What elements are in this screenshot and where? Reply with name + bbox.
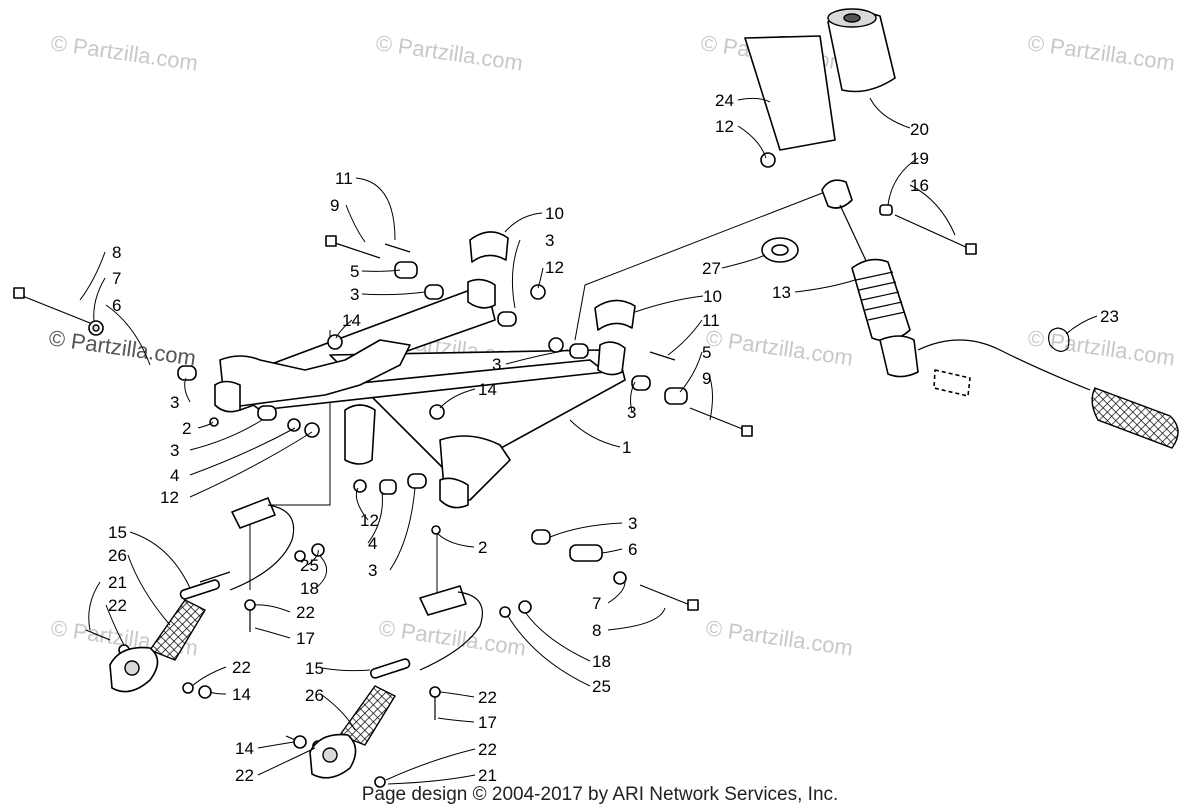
callout-label: 24: [715, 91, 734, 110]
callout-label: 15: [108, 523, 127, 542]
callout-label: 11: [335, 169, 353, 188]
callout-label: 1: [622, 438, 631, 457]
suspension-frame: [214, 278, 626, 509]
callout-label: 3: [170, 393, 179, 412]
callout-label: 3: [170, 441, 179, 460]
callout-label: 11: [702, 311, 720, 330]
callout-label: 3: [350, 285, 359, 304]
callout-label: 14: [478, 380, 497, 399]
callout-label: 2: [182, 419, 191, 438]
footrests: [109, 497, 483, 779]
callout-label: 6: [628, 540, 637, 559]
callout-label: 22: [296, 603, 315, 622]
callout-label: 4: [170, 466, 179, 485]
cap: [594, 299, 636, 331]
callout-label: 10: [545, 204, 564, 223]
callout-label: 3: [627, 403, 636, 422]
callout-label: 7: [592, 594, 601, 613]
callout-label: 22: [232, 658, 251, 677]
callout-label: 4: [368, 534, 377, 553]
callout-label: 3: [628, 514, 637, 533]
callout-label: 22: [478, 740, 497, 759]
callout-label: 23: [1100, 307, 1119, 326]
callout-label: 25: [300, 556, 319, 575]
callout-label: 7: [112, 269, 121, 288]
footer-copyright: Page design © 2004-2017 by ARI Network S…: [361, 784, 839, 805]
callout-label: 21: [478, 766, 497, 785]
callout-label: 25: [592, 677, 611, 696]
grommet-hole: [771, 244, 789, 256]
callout-label: 12: [715, 117, 734, 136]
explode-lines: [249, 191, 826, 600]
callout-label: 22: [235, 766, 254, 785]
callouts: 24 12 20 19 16 11 9 10 3 12 8 7 6 5 3 14…: [108, 91, 1119, 785]
callout-label: 22: [108, 596, 127, 615]
callout-label: 19: [910, 149, 929, 168]
callout-label: 22: [478, 688, 497, 707]
callout-label: 20: [910, 120, 929, 139]
callout-label: 17: [296, 629, 315, 648]
callout-label: 6: [112, 296, 121, 315]
callout-label: 18: [592, 652, 611, 671]
callout-label: 3: [545, 231, 554, 250]
callout-label: 14: [235, 739, 254, 758]
watermark: © Partzilla.com: [377, 615, 527, 660]
callout-label: 9: [702, 369, 711, 388]
callout-label: 21: [108, 573, 127, 592]
shock-absorber: [821, 179, 1179, 449]
cap: [469, 231, 509, 263]
watermark: © Partzilla.com: [374, 30, 524, 75]
snap-ring: [1048, 327, 1070, 352]
bushings: [177, 261, 688, 562]
watermark: © Partzilla.com: [47, 325, 197, 370]
callout-label: 12: [545, 258, 564, 277]
callout-label: 8: [592, 621, 601, 640]
callout-label: 9: [330, 196, 339, 215]
callout-label: 10: [703, 287, 722, 306]
bump-stop: [827, 8, 896, 93]
callout-label: 5: [350, 262, 359, 281]
callout-label: 17: [478, 713, 497, 732]
callout-label: 3: [492, 355, 501, 374]
callout-label: 16: [910, 176, 929, 195]
callout-label: 5: [702, 343, 711, 362]
callout-label: 12: [160, 488, 179, 507]
callout-label: 18: [300, 579, 319, 598]
callout-label: 26: [305, 686, 324, 705]
callout-label: 14: [232, 685, 251, 704]
coil-spring: [744, 35, 836, 151]
watermark: © Partzilla.com: [1026, 325, 1176, 370]
callout-label: 26: [108, 546, 127, 565]
callout-label: 3: [368, 561, 377, 580]
callout-label: 13: [772, 283, 791, 302]
callout-label: 15: [305, 659, 324, 678]
nuts-washers: [88, 152, 893, 788]
watermark: © Partzilla.com: [704, 325, 854, 370]
watermark: © Partzilla.com: [49, 30, 199, 75]
callout-label: 27: [702, 259, 721, 278]
callout-label: 8: [112, 243, 121, 262]
leader-lines: [79, 97, 1098, 785]
callout-label: 2: [478, 538, 487, 557]
callout-label: 14: [342, 311, 361, 330]
watermark: © Partzilla.com: [704, 615, 854, 660]
callout-label: 12: [360, 511, 379, 530]
bolts: [13, 214, 977, 743]
watermark: © Partzilla.com: [1026, 30, 1176, 75]
